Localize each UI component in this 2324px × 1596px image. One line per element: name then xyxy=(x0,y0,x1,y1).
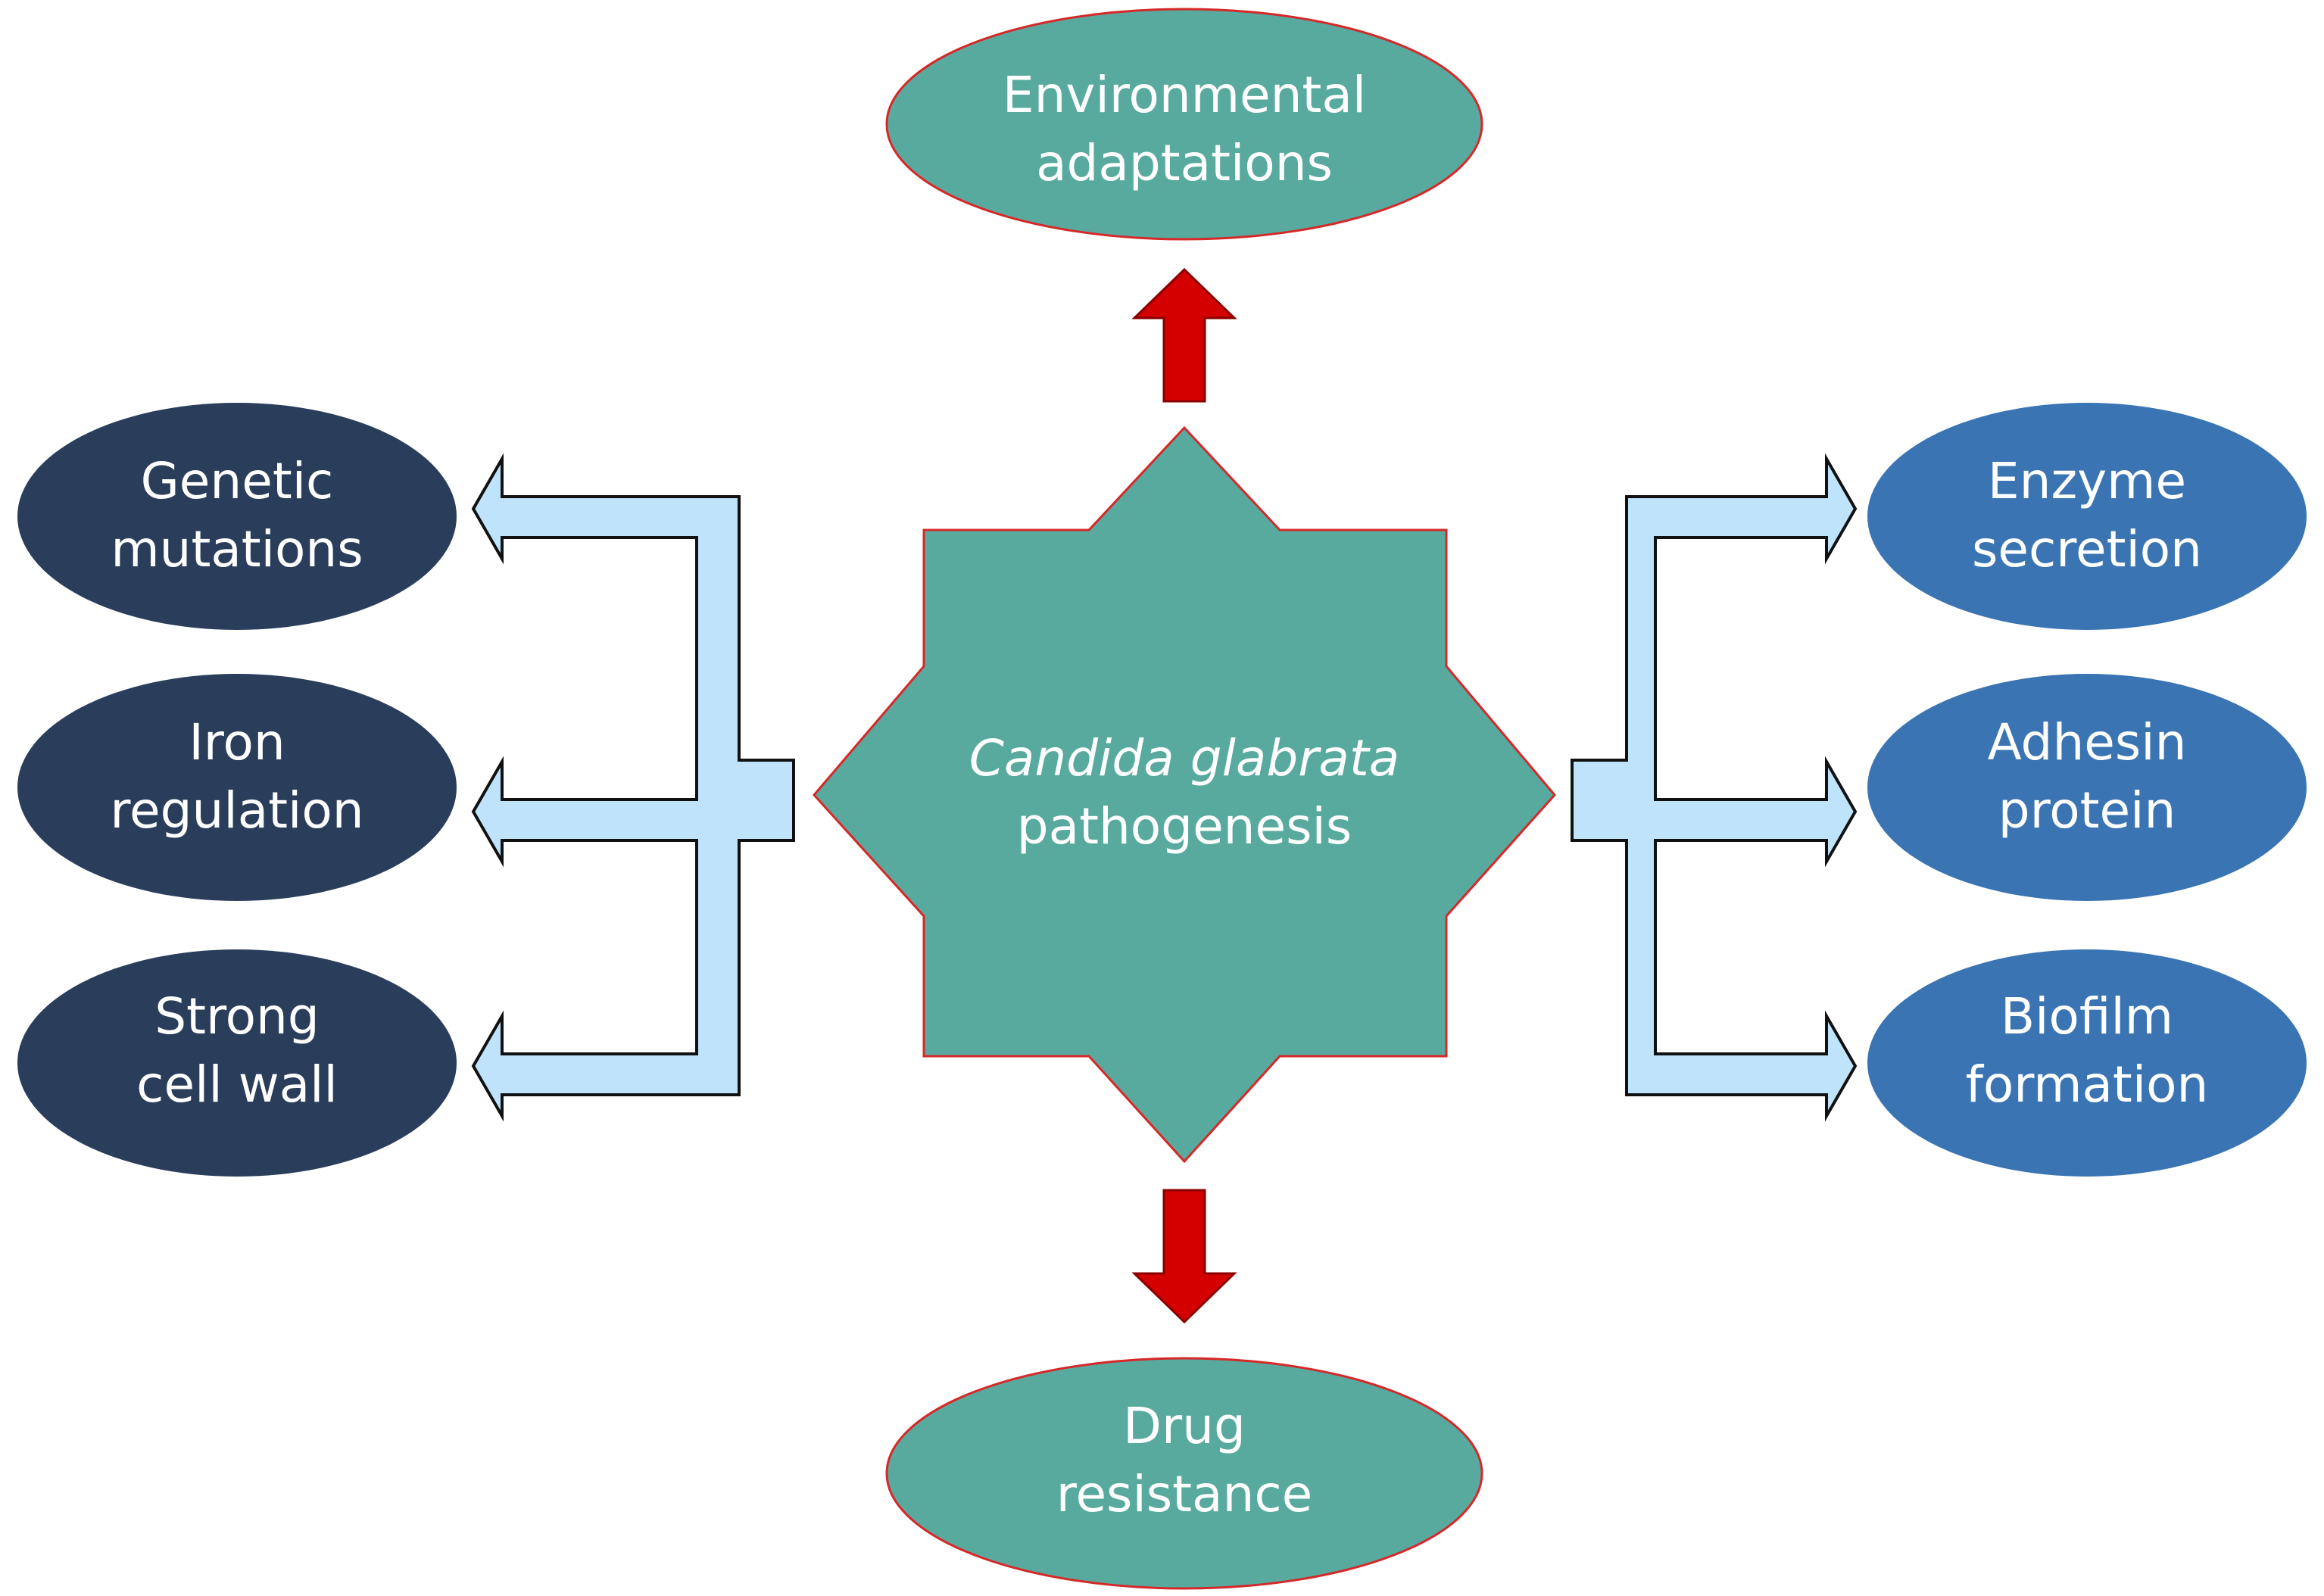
center-title-line1: Candida glabrata xyxy=(969,729,1399,787)
right-branch-arrow xyxy=(1571,453,1858,1122)
node-environmental-line1: Environmental xyxy=(1003,66,1366,124)
node-genetic-line2: mutations xyxy=(111,520,363,578)
node-cellwall-line2: cell wall xyxy=(136,1055,338,1114)
node-genetic-mutations: Genetic mutations xyxy=(17,403,457,630)
node-cellwall-line1: Strong xyxy=(154,987,320,1046)
node-biofilm-line1: Biofilm xyxy=(2001,987,2173,1046)
node-drug-line1: Drug xyxy=(1123,1397,1246,1455)
node-adhesin-protein: Adhesin protein xyxy=(1867,674,2307,901)
node-iron-regulation: Iron regulation xyxy=(17,674,457,901)
node-enzyme-line2: secretion xyxy=(1972,520,2202,578)
node-environmental-adaptations: Environmental adaptations xyxy=(885,8,1483,241)
node-drug-line2: resistance xyxy=(1056,1465,1312,1523)
arrow-down-to-drug-resistance xyxy=(1131,1189,1237,1324)
arrow-up-to-environmental xyxy=(1131,267,1237,403)
node-biofilm-line2: formation xyxy=(1966,1055,2209,1114)
node-iron-line1: Iron xyxy=(189,713,285,772)
node-strong-cell-wall: Strong cell wall xyxy=(17,949,457,1177)
node-enzyme-secretion: Enzyme secretion xyxy=(1867,403,2307,630)
center-title-line2: pathogenesis xyxy=(1017,797,1352,856)
center-star xyxy=(813,425,1556,1164)
left-branch-arrow xyxy=(471,453,795,1122)
node-enzyme-line1: Enzyme xyxy=(1988,452,2186,510)
node-adhesin-line1: Adhesin xyxy=(1988,713,2187,772)
node-biofilm-formation: Biofilm formation xyxy=(1867,949,2307,1177)
node-environmental-line2: adaptations xyxy=(1036,134,1333,192)
node-adhesin-line2: protein xyxy=(1998,781,2176,840)
node-iron-line2: regulation xyxy=(110,781,363,840)
node-genetic-line1: Genetic xyxy=(141,452,334,510)
node-drug-resistance: Drug resistance xyxy=(885,1357,1483,1590)
